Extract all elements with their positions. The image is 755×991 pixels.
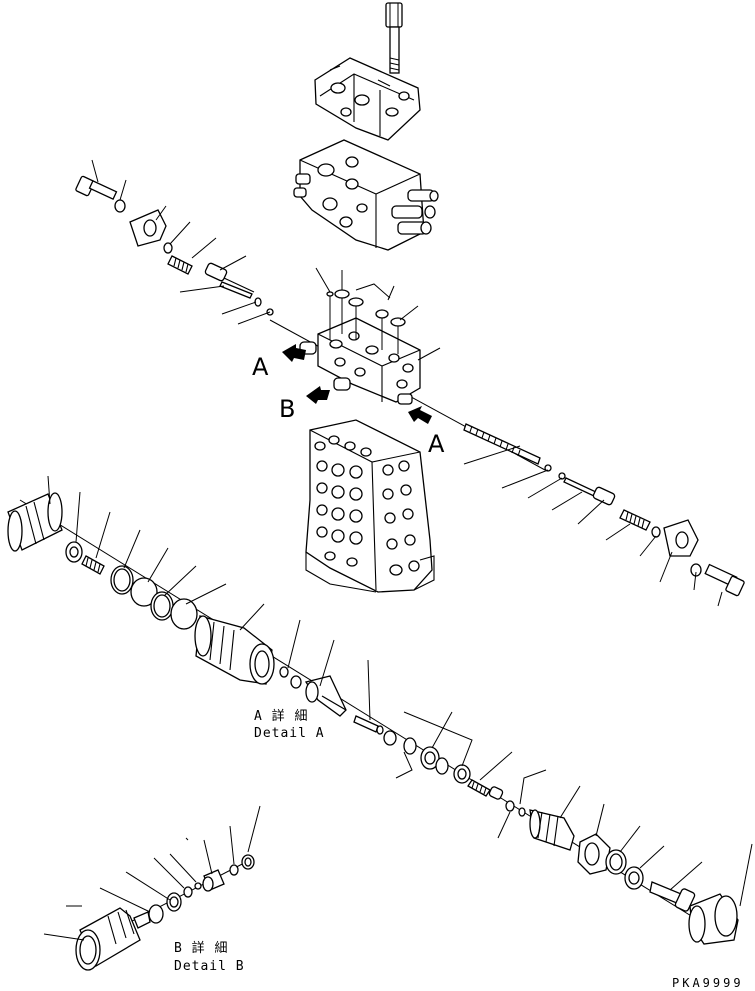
view-label-b: B xyxy=(279,395,296,423)
view-arrows xyxy=(282,344,432,424)
detail-b-title-en: Detail B xyxy=(174,959,245,974)
leader-lines-right-middle xyxy=(463,445,723,607)
right-spool-parts xyxy=(463,423,745,597)
detail-b-title-jp: B 詳 細 xyxy=(174,941,229,956)
detail-a-title-en: Detail A xyxy=(254,726,325,741)
leader-lines-left-middle xyxy=(91,159,271,325)
drawing-code: PKA9999 xyxy=(672,976,744,990)
main-valve-block xyxy=(305,419,435,593)
leader-lines-detail-b xyxy=(43,805,261,941)
arrow-a-top xyxy=(282,344,306,362)
left-spool-end-parts xyxy=(75,175,274,316)
top-bolt xyxy=(385,2,403,74)
leader-lines-middle-top xyxy=(315,267,441,361)
detail-b-parts xyxy=(75,854,255,971)
detail-a-title-jp: A 詳 細 xyxy=(254,709,309,724)
valve-cover-plate xyxy=(314,57,421,141)
leader-lines-detail-a xyxy=(47,475,753,907)
upper-valve-section xyxy=(293,139,439,251)
detail-a-parts xyxy=(7,492,739,945)
middle-valve-section xyxy=(299,283,421,405)
view-label-a-bottom: A xyxy=(428,430,445,458)
arrow-b xyxy=(306,386,330,404)
view-label-a-top: A xyxy=(252,353,269,381)
arrow-a-bottom xyxy=(408,406,432,424)
